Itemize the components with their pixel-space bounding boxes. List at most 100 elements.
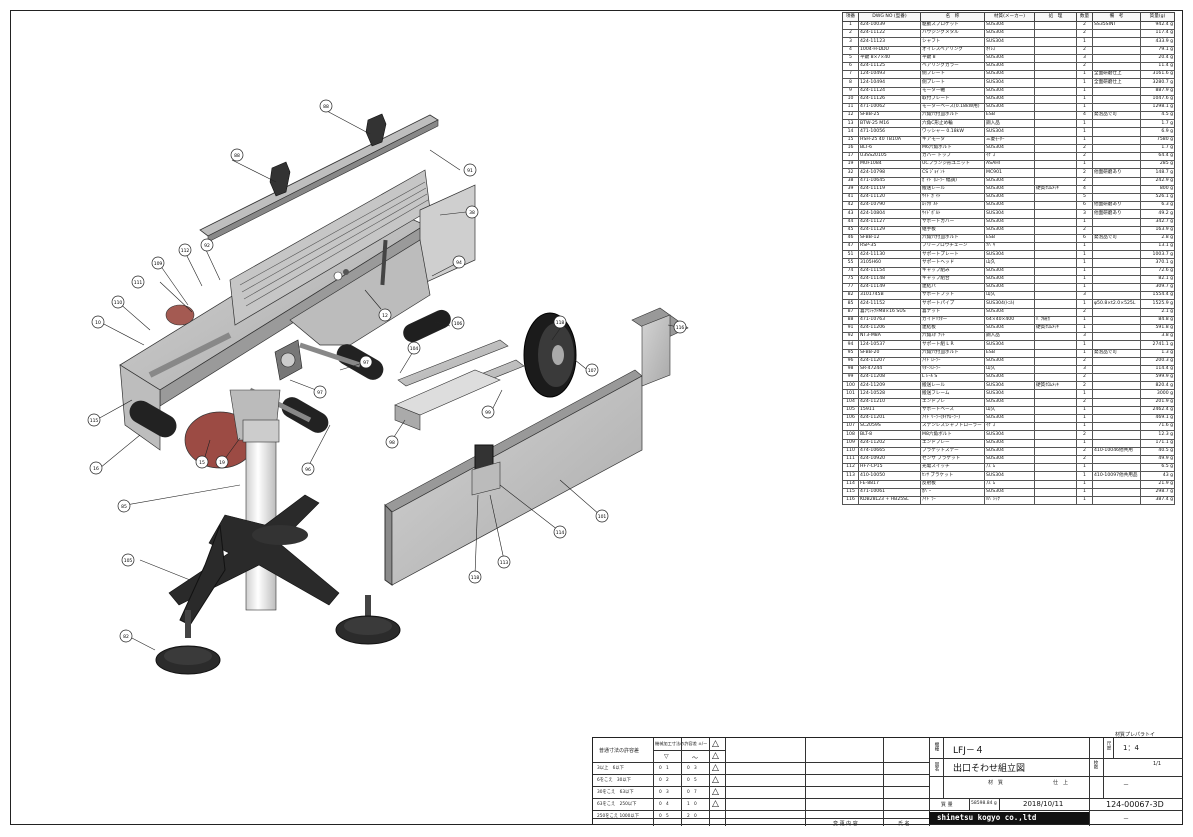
bom-cell: 471-10062 <box>858 102 921 113</box>
svg-text:10: 10 <box>95 320 101 326</box>
tolerance-cell: 0 1 <box>659 766 669 771</box>
balloon-112: 112 <box>178 243 192 257</box>
bom-cell <box>1034 487 1077 497</box>
bom-cell: 84.8 g <box>1140 315 1175 325</box>
bom-cell: 1554.4 g <box>1140 291 1175 301</box>
bom-cell: SUS304 <box>984 94 1035 104</box>
bom-cell: 424-10790 <box>858 201 921 211</box>
bom-cell: ギャップ組合 <box>920 274 985 285</box>
revision-triangle-2: △ <box>712 751 719 761</box>
tolerance-cell: 0 2 <box>659 778 669 783</box>
bom-cell: 39 <box>842 184 859 194</box>
bom-cell: 鋼入品 <box>984 332 1035 342</box>
bom-cell: 1 <box>1076 250 1093 260</box>
bom-cell <box>1092 381 1141 391</box>
bom-cell: 1047.6 g <box>1140 94 1175 104</box>
tolerance-cell: 0 3 <box>659 790 669 795</box>
bom-cell <box>1092 495 1141 506</box>
sheet-label: 枚数 <box>1093 760 1098 769</box>
idler-rollers <box>403 309 451 343</box>
balloon-15: 15 <box>195 455 209 469</box>
bom-cell: 2741.1 g <box>1140 340 1175 350</box>
bom-cell: 1 <box>1076 340 1093 350</box>
bom-cell: 16 <box>842 143 859 154</box>
bom-cell: 424-10920 <box>858 454 921 465</box>
bom-cell <box>1034 373 1077 383</box>
bom-cell: 110 <box>842 446 859 456</box>
bom-cell: 200.3 g <box>1140 356 1175 366</box>
bom-cell: 1 <box>1076 78 1093 88</box>
balloon-111: 111 <box>131 275 145 289</box>
bom-cell: ｱｲﾄﾞﾛｰﾗｰ <box>920 356 985 366</box>
bom-cell: 64×40×400 <box>984 315 1035 325</box>
bom-cell <box>1034 143 1077 154</box>
bom-cell: 342.7 g <box>1140 217 1175 227</box>
bom-cell: 8 <box>842 78 859 88</box>
bom-cell <box>1092 397 1141 407</box>
tolerance-cell: 0 7 <box>687 790 697 795</box>
bom-cell: 99 <box>842 373 859 383</box>
bom-cell: SUS304 <box>984 266 1035 276</box>
bom-cell: SUS304 <box>984 53 1035 63</box>
bom-cell: 410-10097他共用品 <box>1092 471 1141 481</box>
bom-cell: ギャップ組み <box>920 266 985 276</box>
bom-cell <box>1092 373 1141 383</box>
bom-cell: SUS304 <box>984 438 1035 448</box>
revision-triangle-5: △ <box>712 787 719 797</box>
bom-cell: 107 <box>842 422 859 432</box>
bom-cell: 3.8 g <box>1140 332 1175 342</box>
svg-text:94: 94 <box>456 260 462 266</box>
bom-header-cell: 処 理 <box>1034 12 1077 22</box>
svg-text:82: 82 <box>123 634 129 640</box>
bom-cell: 424-10798 <box>858 168 921 178</box>
balloon-92: 92 <box>200 238 214 252</box>
bom-cell <box>1092 29 1141 39</box>
bom-cell <box>1034 405 1077 416</box>
bom-cell: M8六角ボルト <box>920 430 985 440</box>
svg-text:97: 97 <box>363 360 369 366</box>
bom-cell <box>1092 53 1141 63</box>
bom-cell: CS ｼﾞｮｲ ﾝﾄ <box>920 168 985 178</box>
symbol-a: ▽ <box>664 753 669 760</box>
sensor-bracket <box>471 444 501 496</box>
bom-cell <box>1034 495 1077 506</box>
balloon-104: 104 <box>407 341 421 355</box>
bom-cell <box>1034 37 1077 47</box>
bom-cell: ﾊﾊﾞｼｯｸ <box>984 495 1035 506</box>
bom-cell <box>1034 422 1077 432</box>
bom-cell: ギアモータ <box>920 135 985 145</box>
bom-cell: センサ ブラケット <box>920 454 985 465</box>
bom-cell: 424-11207 <box>858 356 921 366</box>
bom-cell: BLT-6 <box>858 143 921 154</box>
bom-cell: 13 <box>842 119 859 129</box>
bom-cell: ｶﾊﾞｰ <box>920 487 985 497</box>
bom-cell <box>1034 307 1077 317</box>
tolerance-cell: 0 3 <box>687 766 697 771</box>
bom-cell: 1.7 g <box>1140 143 1175 154</box>
bom-cell <box>1092 307 1141 317</box>
balloon-110: 110 <box>111 295 125 309</box>
bom-cell: SR-47244 <box>858 364 921 375</box>
balloon-10: 10 <box>91 315 105 329</box>
bom-cell <box>1034 258 1077 268</box>
bom-cell: 387.4 g <box>1140 495 1175 506</box>
bom-cell: 山久 <box>984 258 1035 268</box>
balloon-97: 97 <box>359 355 373 369</box>
callout-balloons: 88 88 91 38 112 92 109 111 110 10 94 12 … <box>87 99 687 643</box>
bom-cell: 474-10665 <box>858 446 921 456</box>
bom-cell: 44 <box>842 217 859 227</box>
bom-cell: 424-11130 <box>858 250 921 260</box>
bom-cell <box>1034 454 1077 465</box>
bom-cell: 942.4 g <box>1140 20 1175 31</box>
bom-cell: SFBB-20 <box>858 348 921 358</box>
tolerance-cell: 0 5 <box>659 814 669 819</box>
balloon-98: 98 <box>385 435 399 449</box>
revision-triangle-6: △ <box>712 799 719 809</box>
